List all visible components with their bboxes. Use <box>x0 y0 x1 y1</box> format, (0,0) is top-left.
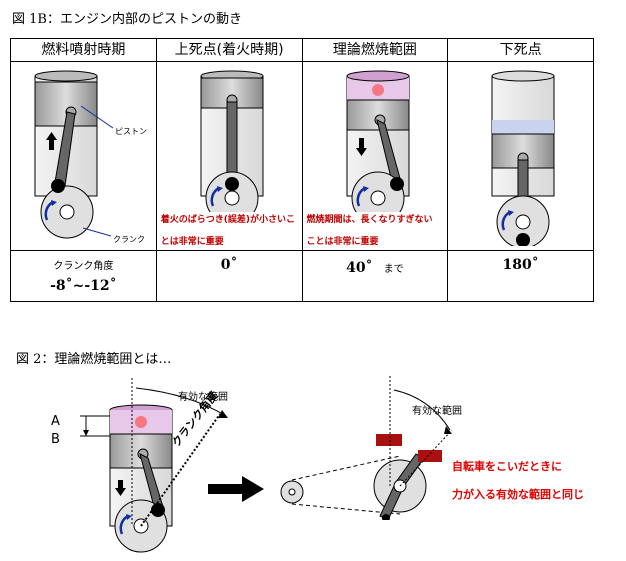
bicycle-note-line2: 力が入る有効な範囲と同じ <box>452 488 584 501</box>
header-bdc: 下死点 <box>447 38 594 62</box>
engine-bdc-diagram <box>491 70 555 249</box>
header-injection: 燃料噴射時期 <box>10 38 157 62</box>
bdc-angle: 180˚ <box>502 257 539 273</box>
engine-injection-diagram: ピストン クランク <box>34 70 147 244</box>
piston-label: ピストン <box>115 127 147 136</box>
cell-bdc-image <box>447 61 594 251</box>
tdc-angle: 0˚ <box>220 257 238 273</box>
figure1-title: 図 1B：エンジン内部のピストンの動き <box>12 12 242 27</box>
table-image-row: ピストン クランク 着火のばらつき(誤差)が小さいこ とは非常に重要 <box>10 61 594 251</box>
tdc-note-line1: 着火のばらつき(誤差)が小さいこ <box>160 215 295 225</box>
cell-combustion-image: 燃焼期間は、長くなりすぎない ことは非常に重要 <box>301 61 449 251</box>
cell-tdc-value: 0˚ <box>155 250 303 302</box>
piston-stage-table: 燃料噴射時期 上死点(着火時期) 理論燃焼範囲 下死点 <box>10 38 594 302</box>
effective-range-left: 有効な範囲 <box>178 392 228 403</box>
crank-label: クランク <box>113 235 145 244</box>
label-a: A <box>51 414 60 429</box>
combustion-angle-suffix: まで <box>383 264 404 275</box>
tdc-note-line2: とは非常に重要 <box>160 237 224 247</box>
flame-icon <box>371 84 384 96</box>
down-arrow-icon <box>118 480 123 490</box>
engine-combustion-diagram <box>346 70 409 225</box>
pedal-icon <box>376 434 402 446</box>
table-header-row: 燃料噴射時期 上死点(着火時期) 理論燃焼範囲 下死点 <box>10 38 594 62</box>
right-arrow-icon <box>208 476 264 502</box>
combustion-note-line2: ことは非常に重要 <box>306 237 379 247</box>
header-combustion: 理論燃焼範囲 <box>301 38 449 62</box>
combustion-note-line1: 燃焼期間は、長くなりすぎない <box>306 215 433 225</box>
cell-crank-angle: クランク角度 -8˚~-12˚ <box>10 250 157 302</box>
table-value-row: クランク角度 -8˚~-12˚ 0˚ 40˚ まで 180˚ <box>10 250 594 302</box>
pedal-icon <box>418 450 442 462</box>
bicycle-note-line1: 自転車をこいだときに <box>452 460 562 473</box>
down-arrow-icon <box>358 138 364 150</box>
flame-icon <box>135 416 147 428</box>
engine-tdc-diagram <box>200 70 264 225</box>
label-b: B <box>51 432 60 447</box>
up-arrow-icon <box>49 138 54 150</box>
crank-angle-value: -8˚~-12˚ <box>50 278 117 294</box>
cell-bdc-value: 180˚ <box>447 250 594 302</box>
cell-injection-image: ピストン クランク <box>10 61 157 251</box>
engine-range-diagram <box>80 378 228 553</box>
crank-angle-label: クランク角度 <box>53 261 114 272</box>
bicycle-crank-diagram <box>280 376 453 520</box>
effective-range-right: 有効な範囲 <box>412 406 462 417</box>
combustion-angle: 40˚ <box>346 260 373 276</box>
cell-tdc-image: 着火のばらつき(誤差)が小さいこ とは非常に重要 <box>155 61 303 251</box>
header-tdc: 上死点(着火時期) <box>155 38 303 62</box>
figure2-title: 図 2：理論燃焼範囲とは… <box>16 352 172 367</box>
cell-combustion-value: 40˚ まで <box>301 250 449 302</box>
